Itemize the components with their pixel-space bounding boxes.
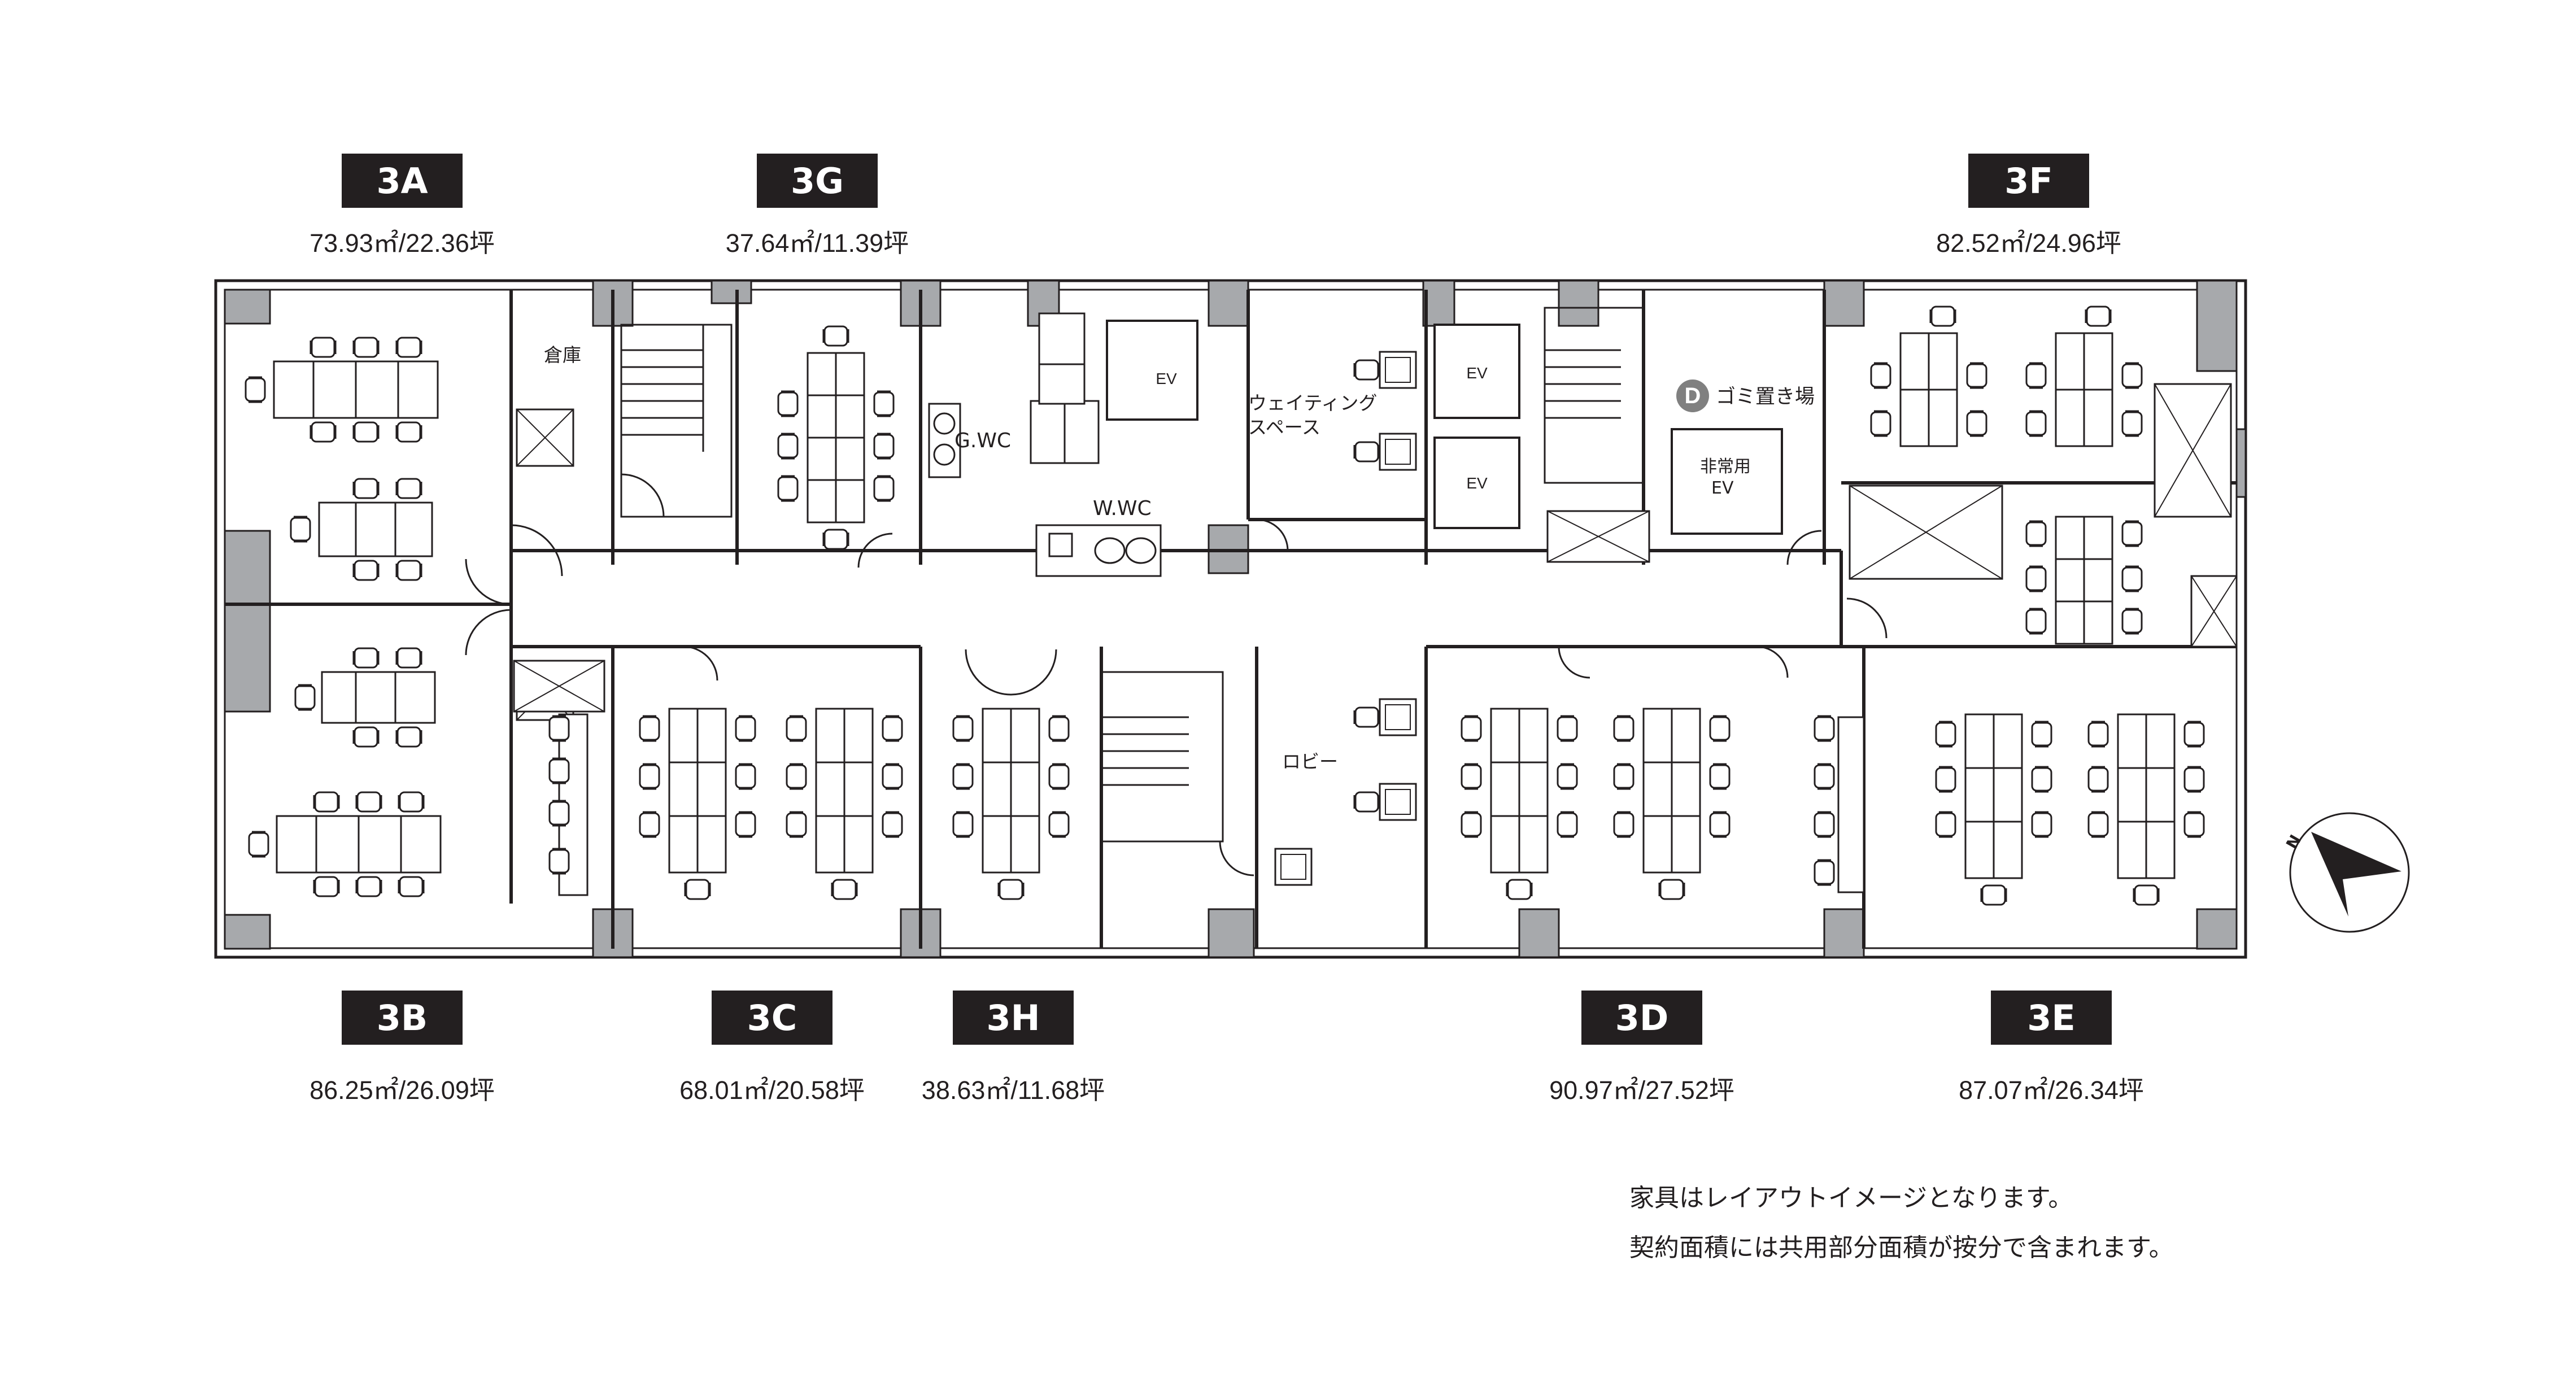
unit-area-3h: 38.63㎡/11.68坪 — [921, 1076, 1105, 1105]
ev-label-2: EV — [1466, 364, 1488, 382]
guest-wc-label: G.WC — [954, 429, 1012, 452]
note-furniture: 家具はレイアウトイメージとなります。 — [1629, 1184, 2073, 1212]
unit-area-3e: 87.07㎡/26.34坪 — [1959, 1076, 2144, 1105]
unit-badge-3c: 3C — [712, 991, 832, 1045]
compass — [2289, 812, 2410, 933]
unit-area-3f: 82.52㎡/24.96坪 — [1936, 229, 2121, 258]
storage-label: 倉庫 — [544, 344, 581, 366]
waiting-space-label-1: ウェイティング — [1248, 392, 1378, 414]
unit-area-3b: 86.25㎡/26.09坪 — [310, 1076, 495, 1105]
unit-badge-3h: 3H — [953, 991, 1074, 1045]
lobby-label: ロビー — [1282, 751, 1338, 773]
garbage-room-label: ゴミ置き場 — [1716, 386, 1815, 408]
unit-badge-3d: 3D — [1581, 991, 1702, 1045]
wheelchair-wc-label: W.WC — [1093, 497, 1152, 520]
unit-area-3a: 73.93㎡/22.36坪 — [310, 229, 495, 258]
unit-badge-3a: 3A — [342, 154, 463, 208]
unit-badge-3f: 3F — [1968, 154, 2089, 208]
unit-area-3d: 90.97㎡/27.52坪 — [1549, 1076, 1734, 1105]
garbage-badge: D — [1676, 379, 1709, 412]
unit-badge-3g: 3G — [757, 154, 878, 208]
ev-label-1: EV — [1156, 370, 1177, 387]
unit-area-3g: 37.64㎡/11.39坪 — [725, 229, 909, 258]
unit-area-3c: 68.01㎡/20.58坪 — [679, 1076, 865, 1105]
waiting-space-label-2: スペース — [1248, 416, 1321, 438]
unit-badge-3b: 3B — [342, 991, 463, 1045]
note-contract-area: 契約面積には共用部分面積が按分で含まれます。 — [1629, 1233, 2174, 1262]
emergency-ev-label-2: EV — [1711, 478, 1734, 498]
ev-label-3: EV — [1466, 474, 1488, 492]
unit-badge-3e: 3E — [1991, 991, 2112, 1045]
emergency-ev-label-1: 非常用 — [1700, 457, 1751, 477]
